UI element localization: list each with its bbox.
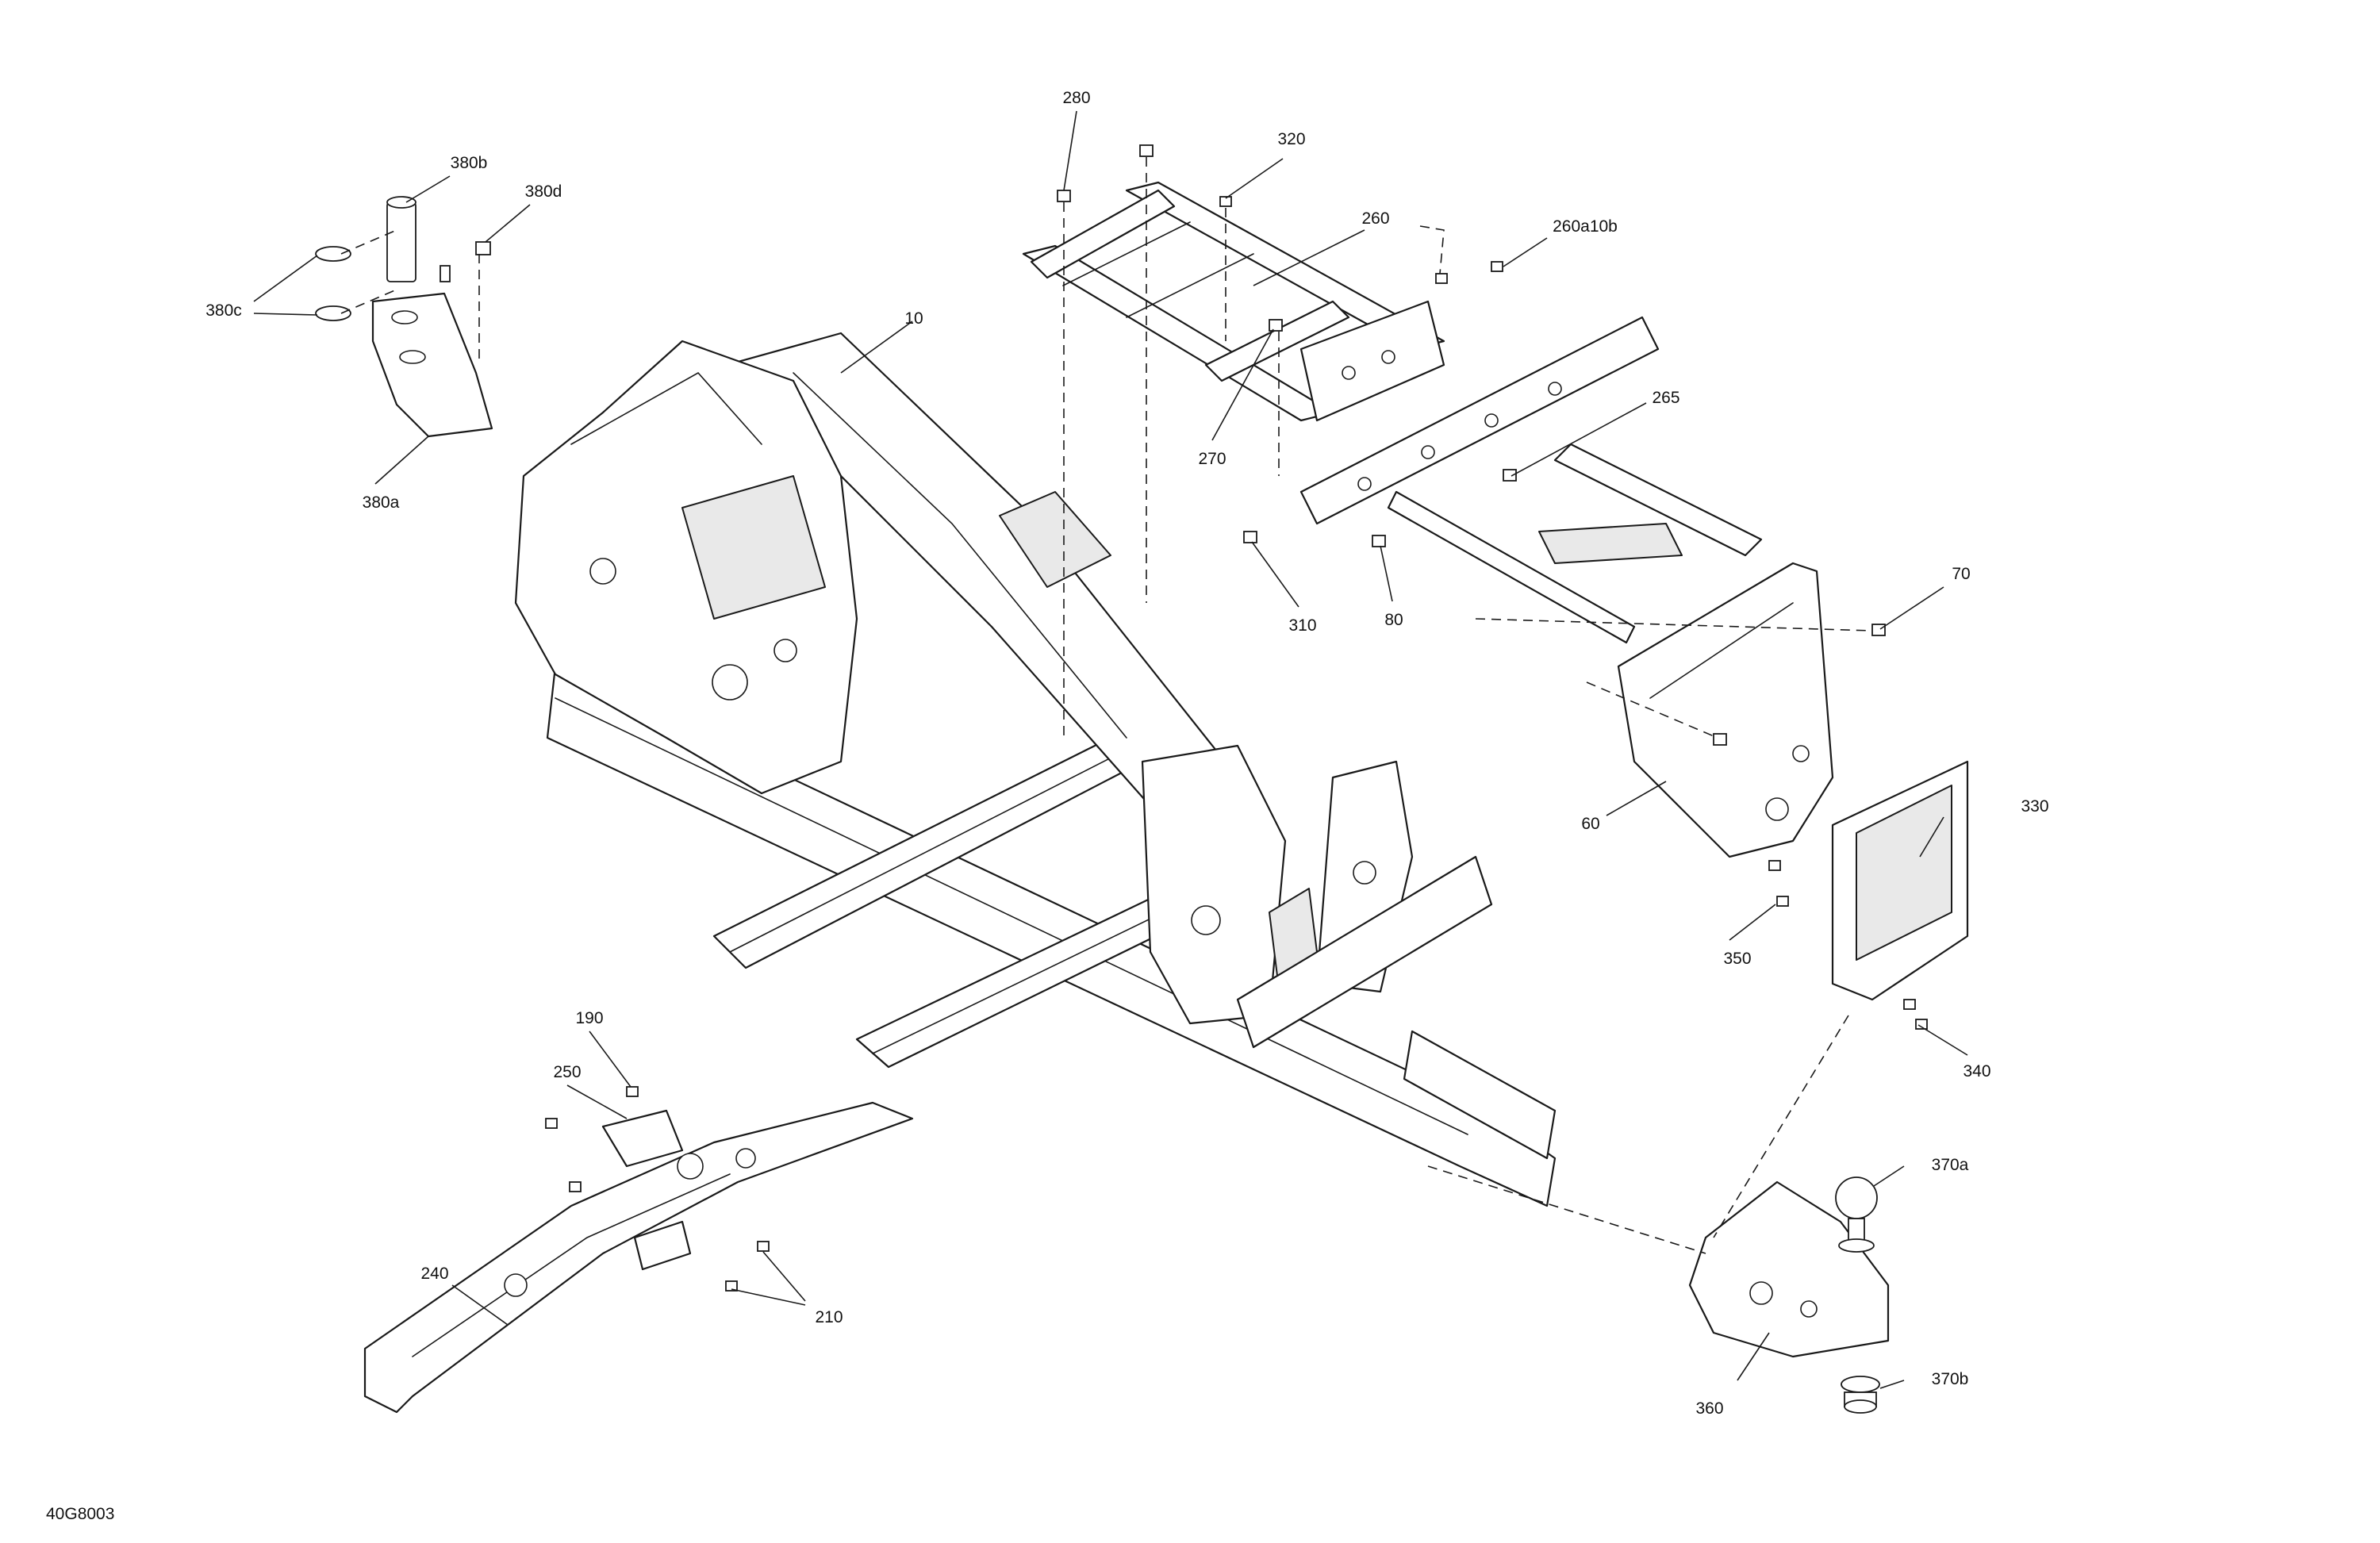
hitch-bracket-part [1688,1180,1890,1358]
callout-240: 240 [420,1265,448,1283]
callout-380b: 380b [451,154,488,172]
callout-320: 320 [1277,130,1305,148]
callout-260: 260 [1361,209,1389,228]
callout-340: 340 [1963,1062,1990,1080]
callout-265: 265 [1652,389,1679,407]
callout-190: 190 [575,1009,603,1027]
rear-crossbar-part [1299,316,1763,644]
callout-260a10b: 260a10b [1553,217,1618,236]
callout-330: 330 [2021,797,2048,816]
tow-post-assembly-part [315,196,493,438]
callout-10: 10 [904,309,923,328]
rear-bracket-part [1617,562,1834,858]
callout-370a: 370a [1932,1156,1969,1174]
callout-380a: 380a [363,493,400,512]
callout-350: 350 [1723,950,1751,968]
hitch-ball-part [1835,1176,1878,1253]
callout-370b: 370b [1932,1370,1969,1388]
callout-280: 280 [1062,89,1090,107]
callout-70: 70 [1952,565,1970,583]
main-frame-part [514,332,1557,1207]
callout-250: 250 [553,1063,581,1081]
leader-lines [253,110,1968,1389]
callout-360: 360 [1695,1399,1723,1418]
callout-270: 270 [1198,450,1226,468]
side-rail-part [363,1101,914,1414]
callout-380c: 380c [205,301,242,320]
small-bracket-part [601,1109,684,1168]
callout-80: 80 [1384,611,1403,629]
callout-380d: 380d [525,182,562,201]
upper-rack-part [1022,181,1445,422]
callout-310: 310 [1288,616,1316,635]
rear-plate-part [1831,760,1969,1001]
callout-210: 210 [815,1308,843,1326]
callout-labels: 280 320 380b 380d 260 260a10b 380c 10 26… [205,89,2048,1418]
assembly-lines [340,157,1873,1254]
hitch-nut-part [1841,1376,1880,1414]
drawing-code: 40G8003 [46,1505,114,1523]
fasteners-part [545,144,1928,1292]
callout-60: 60 [1581,815,1599,833]
